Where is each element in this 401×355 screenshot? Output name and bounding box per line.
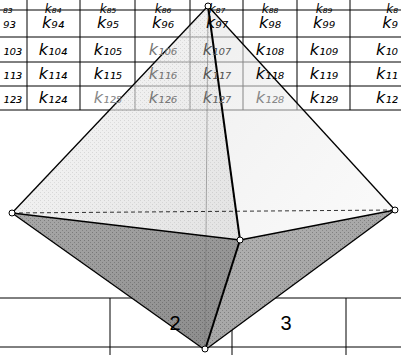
table-cell-label: k₉ bbox=[382, 15, 398, 31]
octahedron-faces bbox=[12, 6, 395, 350]
table-cell-label: k₁₀₉ bbox=[310, 42, 339, 58]
table-cell-label: k₁₁ bbox=[376, 66, 398, 82]
table-cell-label: k₉₇ bbox=[206, 15, 228, 31]
table-cell-label: k₈₆ bbox=[155, 3, 172, 15]
table-cell-label: k₈₉ bbox=[316, 3, 333, 15]
table-cell-label: k₈₅ bbox=[100, 3, 117, 15]
table-cell-label: k₁₀₄ bbox=[39, 42, 68, 58]
table-cell-label: ₈₃ bbox=[3, 3, 13, 15]
table-cell-label: ₁₁₃ bbox=[3, 66, 22, 82]
table-cell-label: ₁₂₃ bbox=[3, 90, 22, 106]
table-cell-label: k₉₈ bbox=[259, 15, 281, 31]
table-cell-label: k₁₂ bbox=[376, 90, 398, 106]
table-cell-label: k₈₄ bbox=[45, 3, 62, 15]
table-cell-label: k₈ bbox=[386, 3, 398, 15]
table-cell-label: ₉₃ bbox=[3, 15, 16, 31]
table-cell-label: k₁₁₈ bbox=[256, 66, 285, 82]
table-cell-label: k₁₂₉ bbox=[310, 90, 339, 106]
table-cell-label: k₉₅ bbox=[97, 15, 119, 31]
table-number: 3 bbox=[280, 313, 291, 333]
table-cell-label: k₁₂₈ bbox=[256, 90, 285, 106]
table-number: 2 bbox=[169, 313, 180, 333]
table-cell-label: k₁₀₈ bbox=[256, 42, 285, 58]
table-cell-label: k₁₂₇ bbox=[203, 90, 232, 106]
table-cell-label: k₁₀ bbox=[376, 42, 398, 58]
table-cell-label: k₁₁₉ bbox=[310, 66, 339, 82]
table-cell-label: k₁₂₄ bbox=[39, 90, 68, 106]
table-cell-label: k₈₈ bbox=[262, 3, 279, 15]
table-cell-label: k₉₆ bbox=[152, 15, 174, 31]
table-cell-label: k₁₂₆ bbox=[149, 90, 178, 106]
table-cell-label: k₁₁₆ bbox=[149, 66, 178, 82]
table-cell-label: ₁₀₃ bbox=[3, 42, 22, 58]
octahedron-edges bbox=[12, 6, 395, 350]
table-cell-label: k₉₉ bbox=[313, 15, 335, 31]
table-cell-label: k₁₁₅ bbox=[94, 66, 123, 82]
table-cell-label: k₁₂₅ bbox=[94, 90, 123, 106]
vertex-dots bbox=[9, 3, 398, 352]
table-cell-label: k₁₀₅ bbox=[94, 42, 123, 58]
table-cell-label: k₁₁₄ bbox=[39, 66, 68, 82]
table-cell-label: k₁₀₇ bbox=[203, 42, 232, 58]
table-cell-label: k₁₁₇ bbox=[203, 66, 232, 82]
table-cell-label: k₁₀₆ bbox=[149, 42, 178, 58]
table-cell-label: k₉₄ bbox=[42, 15, 64, 31]
table-cell-label: k₈₇ bbox=[209, 3, 226, 15]
